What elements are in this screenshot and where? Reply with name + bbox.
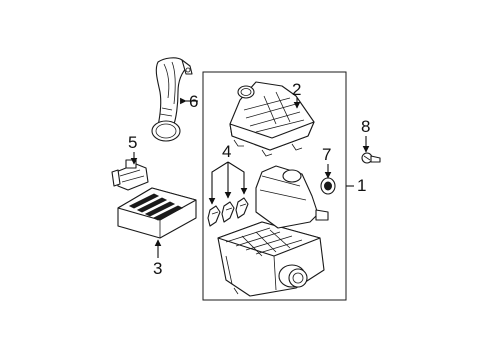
callout-8: 8 xyxy=(361,117,370,136)
clips-part[interactable] xyxy=(207,197,249,227)
callout-7: 7 xyxy=(322,145,331,164)
callout-labels: 1 2 3 4 5 6 7 8 xyxy=(128,80,370,278)
maf-sensor-part[interactable] xyxy=(111,159,149,191)
leader-lines xyxy=(130,97,370,258)
inlet-duct-part[interactable] xyxy=(151,57,193,142)
push-pin-part[interactable] xyxy=(361,152,381,164)
callout-1: 1 xyxy=(357,176,366,195)
callout-4: 4 xyxy=(222,142,231,161)
callout-6: 6 xyxy=(189,92,198,111)
air-filter-part[interactable] xyxy=(117,187,197,239)
air-cleaner-housing-part[interactable] xyxy=(217,165,329,297)
callout-2: 2 xyxy=(292,80,301,99)
grommet-part[interactable] xyxy=(320,177,336,195)
callout-5: 5 xyxy=(128,133,137,152)
air-cleaner-cover-part[interactable] xyxy=(229,81,315,157)
callout-3: 3 xyxy=(153,259,162,278)
